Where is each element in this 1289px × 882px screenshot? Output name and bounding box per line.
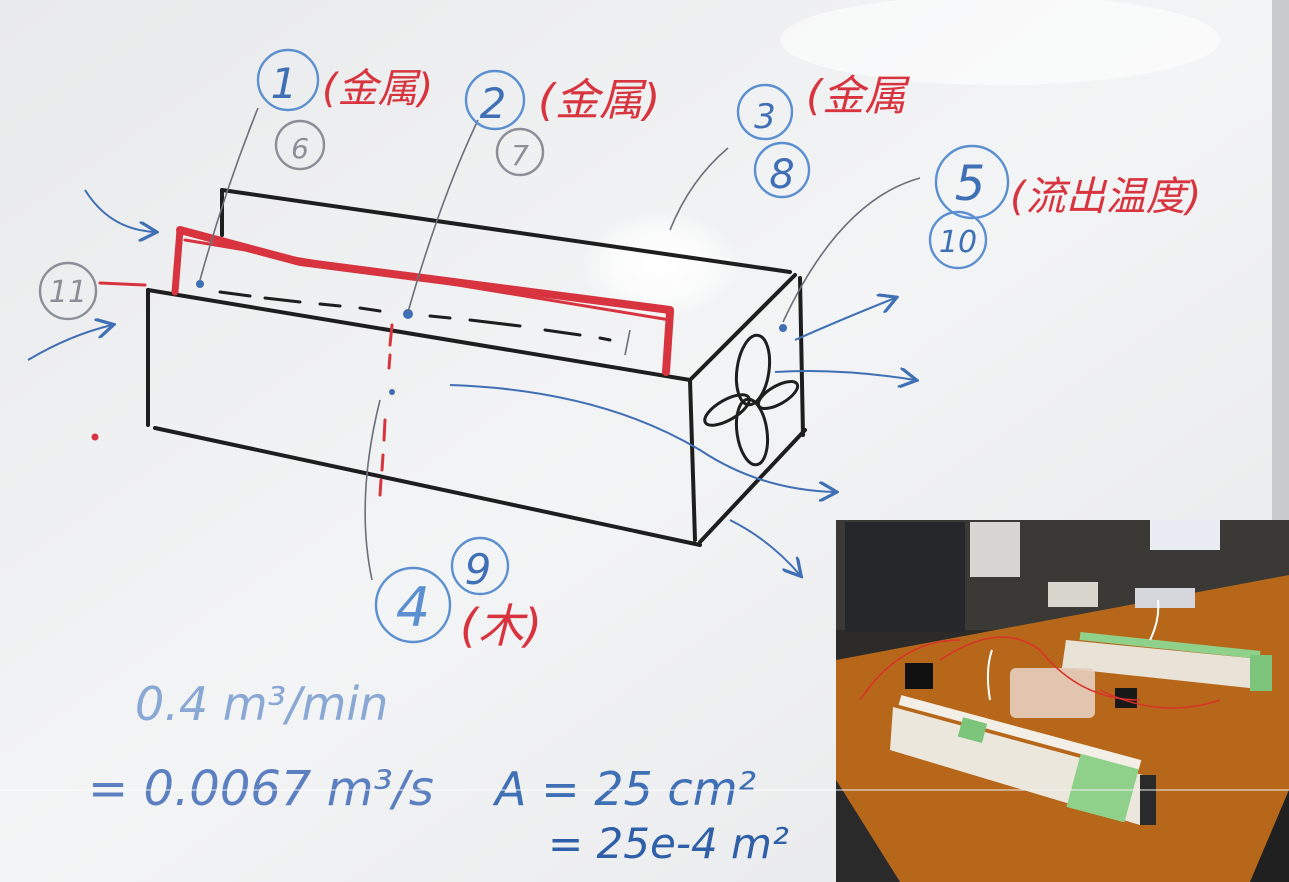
flow-rate-min: 0.4 m³/min bbox=[135, 677, 388, 731]
duct-box bbox=[146, 188, 807, 547]
sensor-points bbox=[196, 280, 787, 395]
sensor-label-5: 5 bbox=[955, 156, 986, 212]
dashed-line bbox=[218, 290, 612, 342]
leader-lines bbox=[199, 107, 921, 581]
sensor-label-3: 3 bbox=[754, 97, 776, 137]
sensor-label-2: 2 bbox=[480, 79, 507, 128]
metal-plate bbox=[98, 226, 674, 376]
flow-arrows bbox=[27, 189, 915, 575]
label-outflow-temp: (流出温度) bbox=[1010, 174, 1201, 220]
sensor-label-9: 9 bbox=[465, 545, 492, 594]
duct-model-front bbox=[890, 695, 1156, 825]
flow-rate-sec: = 0.0067 m³/s bbox=[88, 761, 434, 817]
sensor-label-10: 10 bbox=[939, 225, 977, 260]
label-wood: (木) bbox=[460, 599, 542, 653]
label-metal-3: (金属 bbox=[806, 71, 910, 120]
sensor-numbers: 1 6 2 7 3 8 5 10 11 4 9 bbox=[49, 59, 985, 639]
duct-model-back bbox=[1062, 632, 1272, 691]
wood-sensor-line bbox=[91, 323, 394, 497]
label-metal-2: (金属) bbox=[538, 75, 660, 126]
sensor-label-1: 1 bbox=[271, 59, 298, 108]
light-glare bbox=[580, 210, 740, 320]
sensor-label-8: 8 bbox=[769, 152, 794, 198]
sensor-label-11: 11 bbox=[49, 275, 87, 310]
white-cables bbox=[986, 599, 1160, 701]
flow-formulas: 0.4 m³/min = 0.0067 m³/s A = 25 cm² = 25… bbox=[88, 677, 789, 868]
table-photo-inset bbox=[836, 520, 1289, 882]
area-m: = 25e-4 m² bbox=[548, 819, 789, 868]
container-box bbox=[1010, 668, 1095, 718]
material-labels: (金属) (金属) (金属 (流出温度) (木) bbox=[322, 66, 1201, 653]
board-frame bbox=[1272, 0, 1289, 520]
wires bbox=[859, 636, 1221, 709]
area-cm: A = 25 cm² bbox=[492, 762, 756, 816]
sensor-markers bbox=[38, 48, 1010, 644]
fan-icon bbox=[703, 333, 800, 467]
sensor-label-6: 6 bbox=[291, 132, 309, 165]
label-metal-1: (金属) bbox=[322, 66, 433, 112]
sensor-label-4: 4 bbox=[396, 576, 430, 639]
sensor-label-7: 7 bbox=[511, 139, 529, 172]
